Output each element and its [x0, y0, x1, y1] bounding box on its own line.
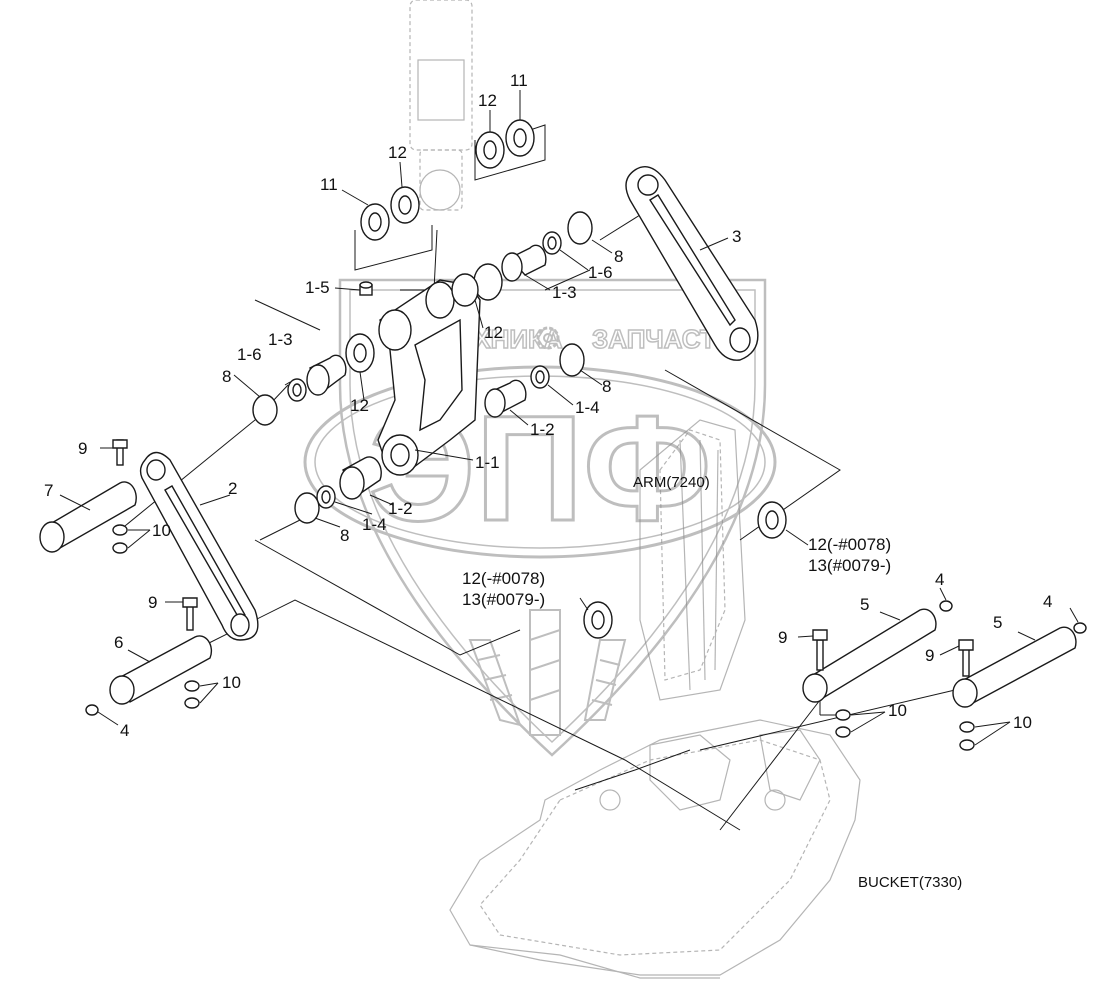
nuts-10-middle — [835, 709, 851, 738]
pin-6 — [85, 597, 213, 716]
pin-5-middle — [802, 600, 953, 703]
link-2 — [139, 451, 259, 641]
washer-12-13-middle — [583, 601, 613, 639]
label-part-9-middle: 9 — [778, 628, 787, 647]
ring-1-4-right-hole — [535, 370, 545, 384]
nuts-10-right — [959, 721, 975, 751]
label-part-1-6-top: 1-6 — [588, 263, 613, 282]
label-part-4-middle: 4 — [935, 570, 944, 589]
label-part-8-bottom: 8 — [340, 526, 349, 545]
label-part-10-middle: 10 — [888, 701, 907, 720]
ghost-bucket — [449, 719, 861, 979]
label-part-9-top: 9 — [78, 439, 87, 458]
washer-12-top-right — [475, 131, 505, 169]
label-part-9-middle-left: 9 — [148, 593, 157, 612]
watermark-wheat-icon — [468, 609, 627, 736]
label-part-12-left: 12 — [350, 396, 369, 415]
label-part-8-top: 8 — [614, 247, 623, 266]
label-part-6: 6 — [114, 633, 123, 652]
label-part-8-left: 8 — [222, 367, 231, 386]
watermark-gear-icon — [536, 326, 560, 350]
o-ring-8-bottom — [294, 492, 320, 524]
label-part-4-right: 4 — [1043, 592, 1052, 611]
washer-12-left-hole — [353, 343, 367, 363]
bushing-1-3-top — [501, 244, 547, 282]
label-part-10-left: 10 — [152, 521, 171, 540]
link-3 — [625, 166, 759, 361]
o-ring-8-mid — [559, 343, 585, 377]
o-ring-8-top — [567, 211, 593, 245]
label-part-11-top-left: 11 — [320, 175, 338, 194]
label-part-3: 3 — [732, 227, 741, 246]
o-ring-8-left — [252, 394, 278, 426]
label-part-1-6-left: 1-6 — [237, 345, 262, 364]
washer-12-top-left — [390, 186, 420, 224]
bushing-1-2-bottom — [339, 456, 382, 500]
bushing-1-3-left — [306, 354, 347, 396]
label-part-10-left-lower: 10 — [222, 673, 241, 692]
label-part-12-top-right: 12 — [478, 91, 497, 110]
grease-fitting-1-5 — [359, 281, 373, 296]
washer-11-top-left — [360, 203, 390, 241]
label-part-12-link: 12 — [484, 323, 503, 342]
label-part-1-3-left: 1-3 — [268, 330, 293, 349]
ring-1-4-bottom-hole — [321, 490, 331, 504]
label-part-10-right: 10 — [1013, 713, 1032, 732]
ring-1-6-left-hole — [292, 383, 302, 397]
label-arm: ARM(7240) — [633, 474, 710, 491]
label-part-1-4-bottom: 1-4 — [362, 515, 387, 534]
ring-1-6-top — [542, 231, 562, 255]
label-part-12-13-right-a: 12(-#0078) — [808, 535, 891, 554]
label-part-5-right: 5 — [993, 613, 1002, 632]
label-part-1-2-right: 1-2 — [530, 420, 555, 439]
washer-12-13-right — [757, 501, 787, 539]
label-part-11-top-right: 11 — [510, 71, 528, 90]
label-part-2: 2 — [228, 479, 237, 498]
label-bucket: BUCKET(7330) — [858, 874, 962, 891]
label-part-4-left: 4 — [120, 721, 129, 740]
label-part-1-2-bottom: 1-2 — [388, 499, 413, 518]
ghost-cylinder — [409, 0, 473, 211]
label-part-8-mid: 8 — [602, 377, 611, 396]
link-1-1 — [377, 273, 481, 476]
label-part-7: 7 — [44, 481, 53, 500]
bushing-1-2-right — [484, 379, 527, 418]
label-part-1-5: 1-5 — [305, 278, 330, 297]
label-part-1-1: 1-1 — [475, 453, 500, 472]
label-part-9-right: 9 — [925, 646, 934, 665]
label-part-12-13-middle-a: 12(-#0078) — [462, 569, 545, 588]
label-part-12-top-left: 12 — [388, 143, 407, 162]
label-part-5-middle: 5 — [860, 595, 869, 614]
label-part-1-4-right: 1-4 — [575, 398, 600, 417]
nuts-10-left-lower — [184, 680, 200, 709]
label-part-12-13-right-b: 13(#0079-) — [808, 556, 891, 575]
label-part-12-13-middle-b: 13(#0079-) — [462, 590, 545, 609]
washer-11-top-right — [505, 119, 535, 157]
nuts-10-left — [112, 524, 128, 554]
pin-7 — [39, 439, 137, 553]
pin-5-right — [952, 622, 1087, 708]
label-part-1-3-top: 1-3 — [552, 283, 577, 302]
label-leaders — [59, 90, 1079, 746]
